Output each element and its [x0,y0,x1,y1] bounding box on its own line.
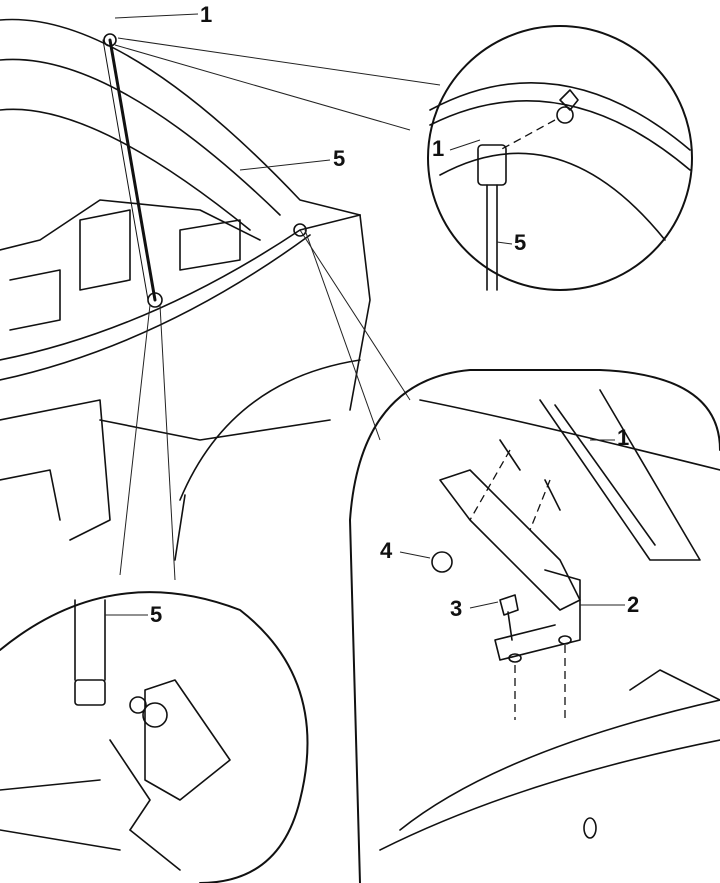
callout-1-top-detail: 1 [432,136,445,161]
callout-5-bottom-detail: 5 [150,602,163,627]
callout-5-strut: 5 [333,146,346,171]
callout-2-hinge: 2 [627,592,640,617]
callout-3-bolt: 3 [450,596,463,621]
callout-5-top-detail: 5 [514,230,527,255]
callout-1-hood: 1 [200,2,213,27]
top-detail-view [427,25,693,291]
bottom-detail-view [0,591,309,883]
callout-4-nut: 4 [380,538,393,563]
hood-overview [0,18,371,561]
callout-1-hinge-detail: 1 [617,425,630,450]
detail-connector-lines [114,37,441,581]
hinge-detail-view [349,369,720,883]
leader-lines [105,13,625,616]
